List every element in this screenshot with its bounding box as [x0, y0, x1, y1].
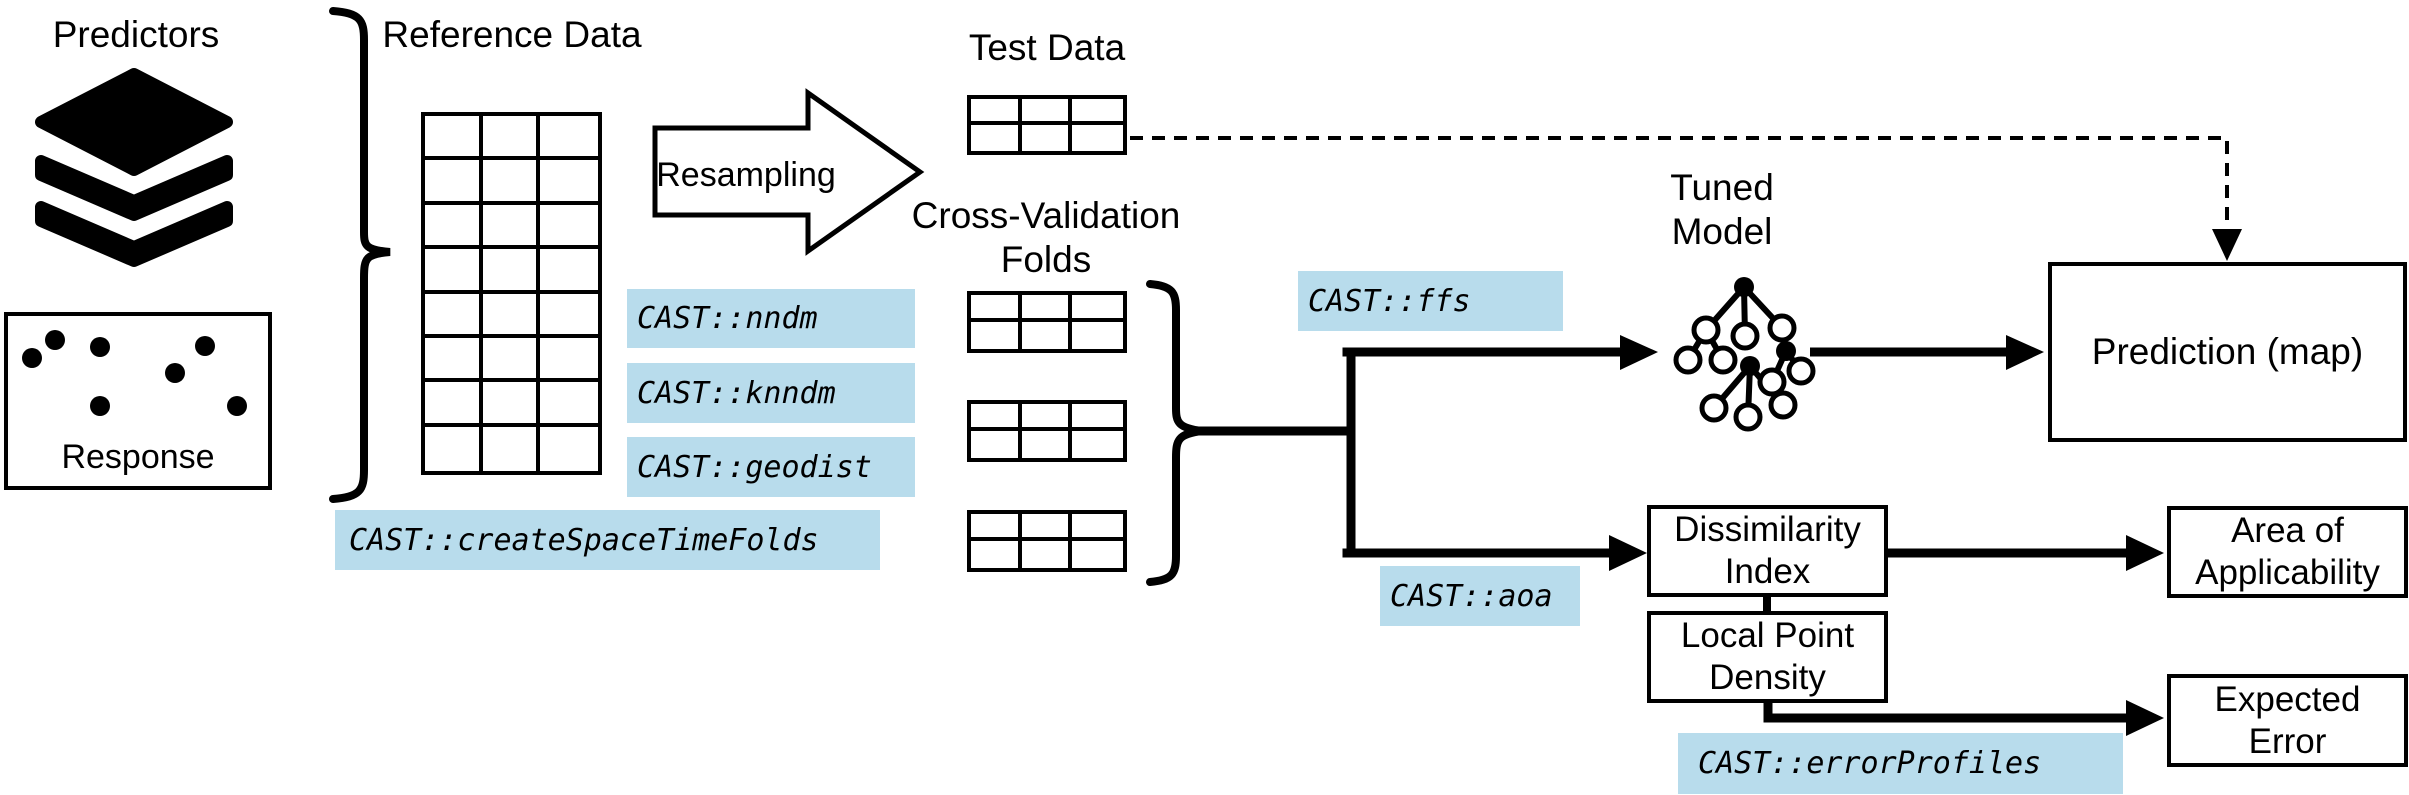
- random-forest-icon: [1673, 277, 1816, 432]
- expected-line1: Expected: [2214, 679, 2361, 719]
- area-line2: Applicability: [2195, 553, 2380, 592]
- density-to-expected-error-arrow: [1763, 699, 2164, 736]
- code-knndm: CAST::knndm: [627, 363, 915, 423]
- layers-top-diamond: [35, 68, 233, 176]
- local-point-line2: Density: [1709, 658, 1826, 697]
- cv-folds-line2: Folds: [1000, 239, 1092, 280]
- expected-error-box: Expected Error: [2167, 674, 2408, 767]
- layers-bottom-chevron: [35, 201, 233, 267]
- dissimilarity-index-box: Dissimilarity Index: [1647, 505, 1888, 597]
- model-to-prediction-arrow: [1810, 335, 2044, 370]
- tuned-model-line1: Tuned: [1670, 167, 1774, 208]
- test-data-table: [967, 95, 1127, 155]
- resampling-label: Resampling: [656, 156, 836, 194]
- reference-data-table: [421, 112, 602, 475]
- area-line1: Area of: [2231, 511, 2344, 550]
- resampling-arrow: [652, 88, 925, 256]
- dissimilarity-line1: Dissimilarity: [1674, 510, 1861, 549]
- tuned-model-label: Tuned Model: [1670, 166, 1774, 254]
- cv-folds-label: Cross-Validation Folds: [912, 194, 1181, 282]
- code-create-space-time-folds: CAST::createSpaceTimeFolds: [335, 510, 880, 570]
- response-box: [4, 312, 272, 490]
- dissimilarity-line2: Index: [1724, 552, 1811, 591]
- test-data-dashed-connector: [1130, 136, 2242, 261]
- reference-data-label: Reference Data: [382, 14, 642, 55]
- test-data-label: Test Data: [968, 27, 1126, 68]
- dashed-arrowhead-icon: [2212, 229, 2242, 261]
- input-group-brace: [329, 7, 391, 503]
- response-label: Response: [61, 438, 215, 476]
- layers-middle-chevron: [35, 155, 233, 221]
- cv-folds-line1: Cross-Validation: [911, 195, 1181, 236]
- local-point-density-box: Local Point Density: [1647, 611, 1888, 703]
- code-geodist: CAST::geodist: [627, 437, 915, 497]
- dissimilarity-to-area-arrow: [1888, 535, 2164, 571]
- prediction-label: Prediction (map): [2091, 331, 2364, 372]
- arrowhead-to-model-icon: [1620, 335, 1658, 370]
- cv-fold-table-3: [967, 510, 1127, 572]
- response-scatter-dots: [22, 330, 247, 416]
- layers-icon: [35, 68, 233, 267]
- code-error-profiles: CAST::errorProfiles: [1678, 733, 2123, 794]
- prediction-box: Prediction (map): [2048, 262, 2407, 442]
- local-point-line1: Local Point: [1680, 616, 1855, 655]
- area-of-applicability-box: Area of Applicability: [2167, 506, 2408, 598]
- predictors-label: Predictors: [52, 14, 220, 55]
- cv-fold-table-2: [967, 400, 1127, 462]
- expected-line2: Error: [2248, 721, 2327, 761]
- flow-branch-lines: [1193, 347, 1629, 558]
- code-aoa: CAST::aoa: [1380, 566, 1580, 626]
- cv-fold-table-1: [967, 291, 1127, 353]
- arrowhead-to-dissimilarity-icon: [1609, 535, 1647, 571]
- code-ffs: CAST::ffs: [1298, 271, 1563, 331]
- tuned-model-line2: Model: [1671, 211, 1773, 252]
- code-nndm: CAST::nndm: [627, 289, 915, 348]
